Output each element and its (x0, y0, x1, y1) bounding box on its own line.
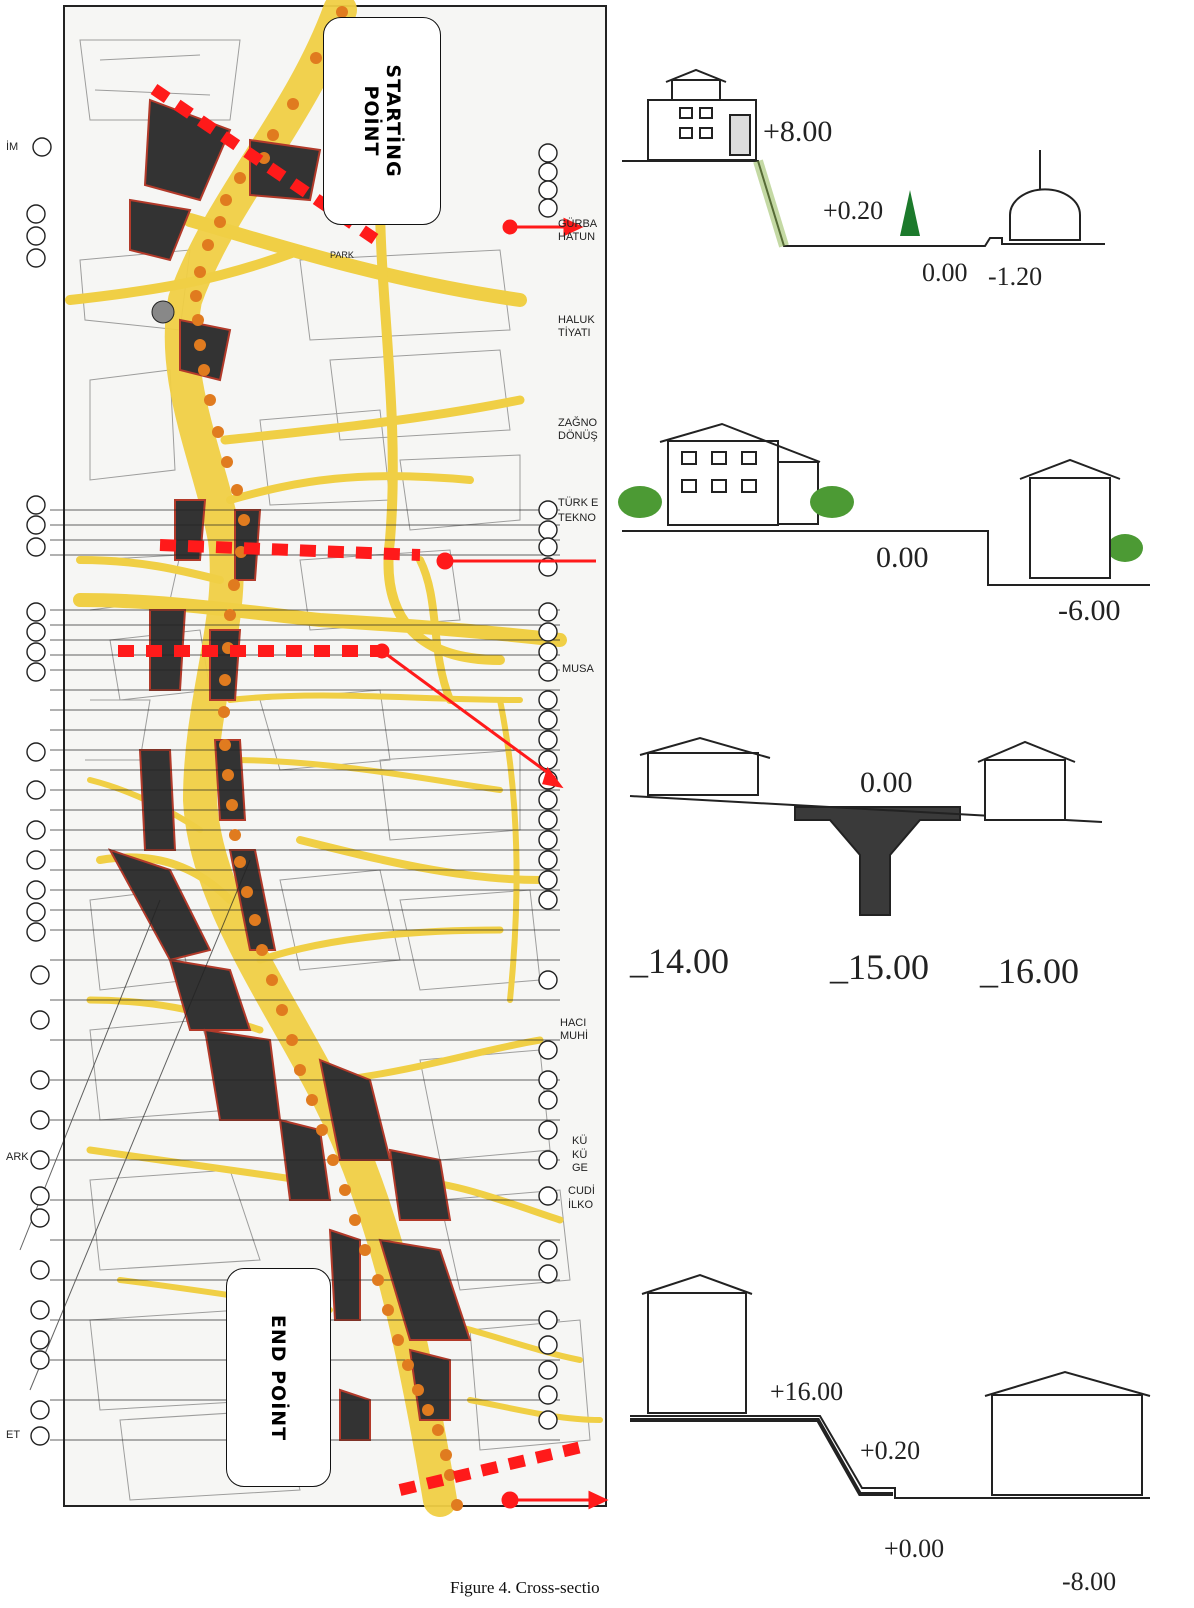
street-grid (79, 39, 591, 1501)
edge-label-right: KÜ (572, 1149, 588, 1161)
section-1-level: -1.20 (988, 262, 1043, 291)
route-dots (190, 6, 463, 1511)
starting-point-label: STARTİNG POİNT (360, 64, 404, 178)
section-3-level: _16.00 (980, 951, 1079, 991)
edge-label-right: HALUK (558, 314, 595, 326)
edge-label-right: GÜRBA (558, 218, 598, 230)
section-2-level: 0.00 (876, 541, 929, 574)
edge-label-right: DÖNÜŞ (558, 430, 598, 442)
section-cut-lines (118, 84, 592, 1496)
section-3-drawing (629, 736, 1103, 916)
park-label: PARK (330, 250, 354, 260)
section-3-level: _14.00 (630, 941, 729, 981)
edge-label-right: MUHİ (560, 1030, 589, 1042)
section-4-drawing (630, 1273, 1151, 1499)
edge-label-right: MUSA (562, 663, 594, 675)
edge-label-right: GE (572, 1162, 588, 1174)
section-2-drawing (618, 422, 1150, 586)
section-3-level: 0.00 (860, 766, 913, 799)
section-3-level: _15.00 (830, 947, 929, 987)
section-1-level: 0.00 (922, 258, 968, 287)
end-point-label: END POİNT (267, 1314, 290, 1441)
section-1-level: +0.20 (823, 196, 884, 225)
building-footprints (107, 98, 472, 1441)
edge-label-right: HATUN (558, 231, 596, 243)
edge-label-right: HACI (560, 1017, 587, 1029)
section-arrows (374, 217, 609, 1510)
edge-label-left: İM (6, 141, 19, 153)
section-4-level: +0.00 (884, 1534, 945, 1563)
edge-label-right: ZAĞNO (558, 417, 598, 429)
edge-label-right: TEKNO (558, 512, 596, 524)
end-point-callout: END POİNT (226, 1268, 331, 1487)
section-4-level: -8.00 (1062, 1567, 1117, 1596)
edge-label-right: TÜRK E (558, 497, 599, 509)
figure-caption: Figure 4. Cross-sectio (450, 1578, 600, 1597)
starting-point-callout: STARTİNG POİNT (323, 17, 441, 225)
edge-label-right: CUDİ (568, 1185, 595, 1197)
roundabout (151, 300, 175, 324)
edge-label-left: ET (6, 1429, 21, 1441)
section-4-level: +0.20 (860, 1436, 921, 1465)
edge-label-left: ARK (6, 1151, 29, 1163)
section-1-drawing (622, 68, 1105, 248)
section-4-level: +16.00 (770, 1377, 844, 1406)
edge-label-right: TİYATI (558, 327, 591, 339)
section-1-level: +8.00 (763, 115, 833, 148)
edge-label-right: KÜ (572, 1135, 588, 1147)
section-2-level: -6.00 (1058, 594, 1121, 627)
section-markers (26, 137, 558, 1446)
edge-label-right: İLKO (568, 1199, 594, 1211)
